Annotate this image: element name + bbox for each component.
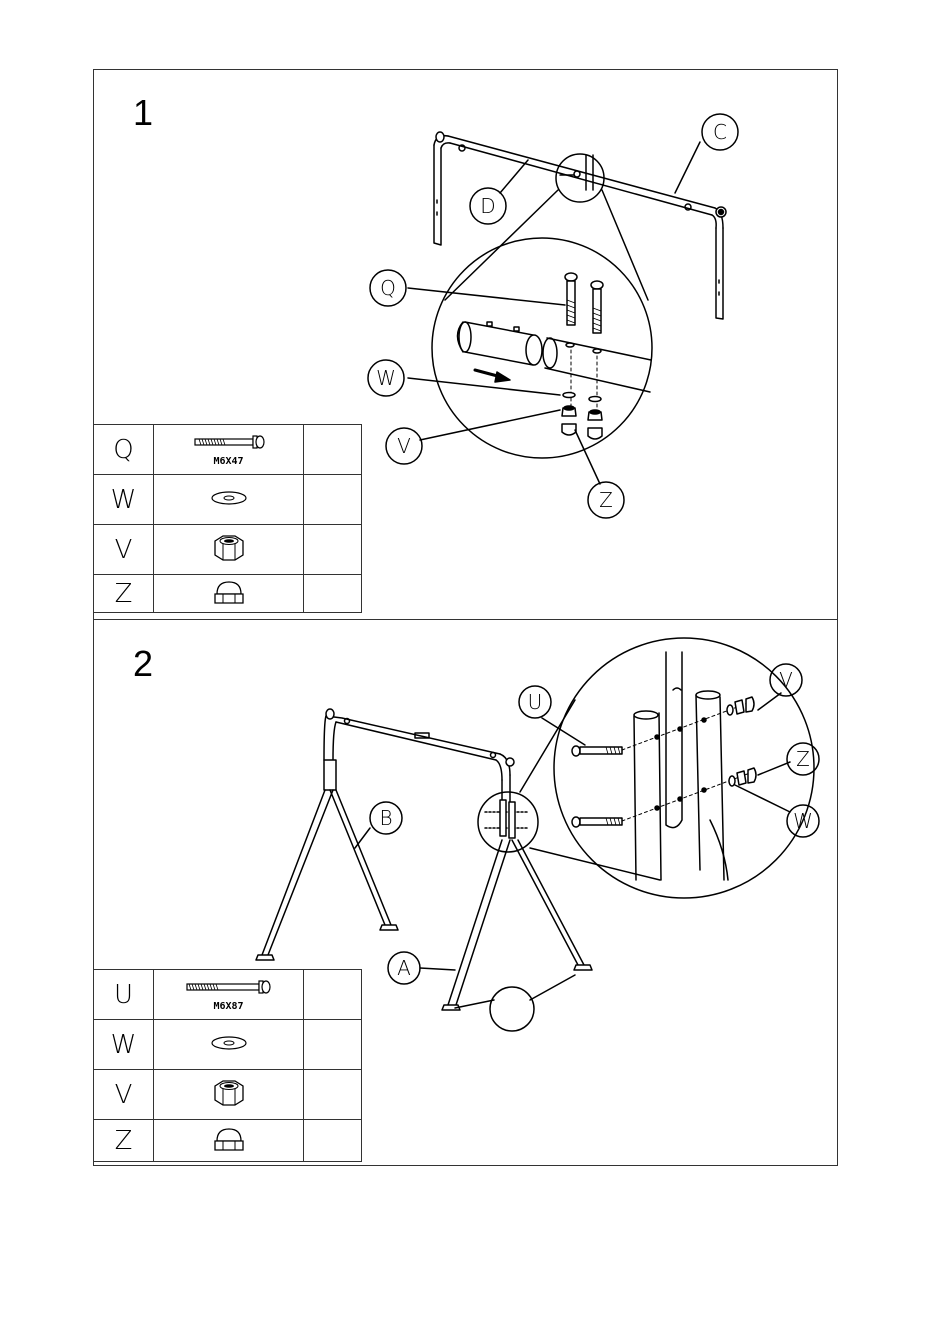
callout-u: U — [528, 690, 543, 714]
top-bar-assembly — [434, 132, 726, 319]
callout-b: B — [379, 806, 392, 830]
callout-c: C — [713, 120, 727, 144]
callout-z: Z — [599, 488, 613, 512]
callout-v: V — [397, 434, 411, 458]
callout-w: W — [793, 809, 813, 833]
callout-a: A — [397, 956, 411, 980]
callout-d: D — [480, 194, 495, 218]
callout-w: W — [376, 366, 396, 390]
callout-v: V — [779, 668, 793, 692]
callout-q: Q — [380, 276, 396, 300]
callout-z: Z — [796, 747, 810, 771]
detail-magnifier-1 — [432, 238, 652, 458]
